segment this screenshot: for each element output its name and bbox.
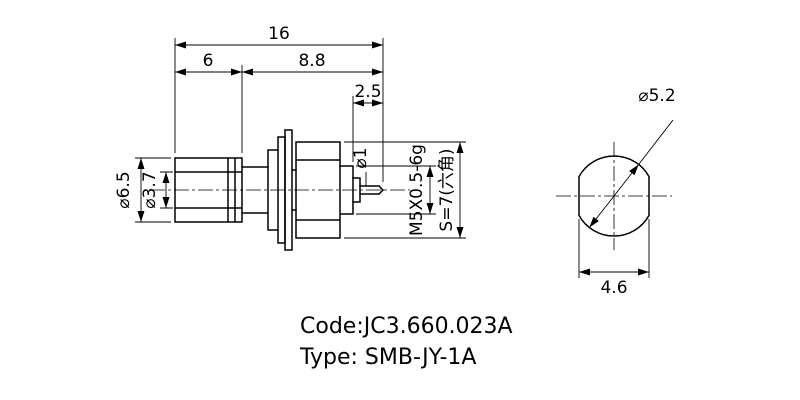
dim-label-16: 16 (268, 24, 290, 44)
dim-label-dia-1: ⌀1 (351, 147, 371, 168)
side-view-outline (174, 129, 385, 251)
end-view-outline (578, 155, 650, 237)
dim-dia-6-5: ⌀6.5 (114, 157, 171, 223)
label-dia-1: ⌀1 (351, 147, 371, 186)
title-notes: Code:JC3.660.023A Type: SMB-JY-1A (299, 314, 513, 370)
dim-label-dia-3-7: ⌀3.7 (140, 171, 160, 208)
dim-label-6: 6 (203, 51, 214, 71)
dim-label-8-8: 8.8 (298, 51, 325, 71)
dim-hex-s7: S=7(六角) (344, 141, 466, 239)
dim-thread-m5: M5X0.5-6g (356, 144, 436, 236)
dim-label-thread: M5X0.5-6g (407, 144, 427, 236)
dim-front-6: 6 (175, 51, 243, 153)
note-code: Code:JC3.660.023A (300, 314, 513, 339)
dim-across-flats-4-6: 4.6 (578, 219, 650, 298)
dim-rear-8-8: 8.8 (242, 51, 383, 76)
dim-overall-16: 16 (174, 24, 384, 182)
dim-pin-2-5: 2.5 (352, 82, 383, 162)
dim-label-4-6: 4.6 (600, 278, 627, 298)
dim-label-dia-5-2: ⌀5.2 (638, 86, 675, 106)
dim-label-hex: S=7(六角) (437, 148, 457, 231)
dim-label-dia-6-5: ⌀6.5 (114, 171, 134, 208)
dim-dia-5-2: ⌀5.2 (589, 86, 676, 228)
dim-dia-3-7: ⌀3.7 (140, 171, 173, 209)
note-type: Type: SMB-JY-1A (299, 345, 476, 370)
dim-label-2-5: 2.5 (354, 82, 381, 102)
